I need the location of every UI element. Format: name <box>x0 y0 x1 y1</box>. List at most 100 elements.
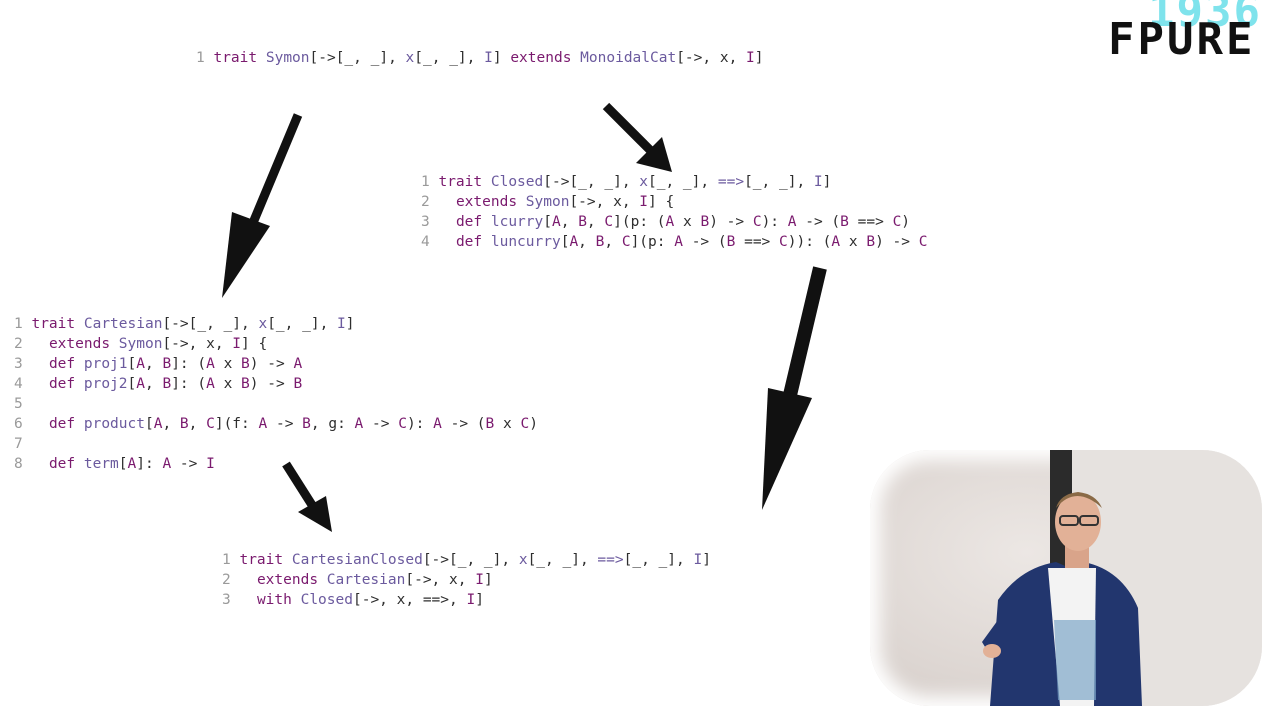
code-token: A <box>831 234 841 250</box>
code-token: A <box>293 356 303 372</box>
code-cartesian-closed: 1 trait CartesianClosed[->[_, _], x[_, _… <box>222 550 711 610</box>
code-token: ): <box>761 214 788 230</box>
line-number: 1 <box>222 552 240 568</box>
speaker-video <box>870 450 1262 706</box>
code-line: 1 trait Cartesian[->[_, _], x[_, _], I] <box>14 314 538 334</box>
code-token: C <box>621 234 631 250</box>
conference-logo: 1936 FPURE <box>1108 0 1280 65</box>
code-token: MonoidalCat <box>580 50 677 66</box>
code-token: def <box>455 214 491 230</box>
code-token: x <box>518 552 528 568</box>
code-token: , <box>162 416 180 432</box>
code-line: 2 extends Cartesian[->, x, I] <box>222 570 711 590</box>
code-token: C <box>206 416 215 432</box>
code-line: 2 extends Symon[->, x, I] { <box>14 334 538 354</box>
code-token: term <box>83 456 119 472</box>
code-token: B <box>293 376 303 392</box>
code-token <box>31 356 48 372</box>
code-token: , <box>188 416 207 432</box>
code-token: ) <box>529 416 538 432</box>
code-token: ) <box>901 214 911 230</box>
code-token: trait <box>438 174 491 190</box>
code-line: 3 def lcurry[A, B, C](p: (A x B) -> C): … <box>421 212 927 232</box>
code-token: [ <box>543 214 552 230</box>
line-number: 2 <box>421 194 439 210</box>
code-token: def <box>48 356 84 372</box>
code-token: ): <box>406 416 434 432</box>
code-token: Symon <box>525 194 570 210</box>
code-token <box>31 336 48 352</box>
code-token: ] { <box>241 336 268 352</box>
code-token <box>31 456 48 472</box>
code-token: I <box>232 336 242 352</box>
code-line: 3 def proj1[A, B]: (A x B) -> A <box>14 354 538 374</box>
code-token: ]: ( <box>171 376 207 392</box>
code-token: Symon <box>118 336 163 352</box>
code-token: [_, _], <box>527 552 598 568</box>
code-token: ](p: <box>630 234 675 250</box>
code-token: ) -> <box>709 214 753 230</box>
code-token: [->[_, _], <box>543 174 640 190</box>
code-token: [->, x, <box>405 572 476 588</box>
code-token: CartesianClosed <box>291 552 423 568</box>
code-token: A <box>433 416 442 432</box>
code-token: C <box>520 416 530 432</box>
code-token: , <box>586 214 605 230</box>
code-token: Cartesian <box>326 572 406 588</box>
code-token: I <box>693 552 703 568</box>
line-number: 8 <box>14 456 32 472</box>
code-token: ] <box>475 592 484 608</box>
code-token: ==> <box>735 234 780 250</box>
code-token: x <box>639 174 649 190</box>
line-number: 1 <box>196 50 214 66</box>
code-closed: 1 trait Closed[->[_, _], x[_, _], ==>[_,… <box>421 172 927 252</box>
code-line: 3 with Closed[->, x, ==>, I] <box>222 590 711 610</box>
code-token: , <box>560 214 579 230</box>
code-token: -> ( <box>682 234 727 250</box>
code-token <box>31 376 48 392</box>
code-token: A <box>153 416 163 432</box>
arrow-symon-to-closed <box>602 102 672 172</box>
code-token: proj1 <box>83 356 128 372</box>
code-token: I <box>746 50 755 66</box>
arrow-symon-to-cartesian <box>222 113 303 298</box>
code-token: def <box>48 416 84 432</box>
code-token: ) -> <box>249 376 294 392</box>
line-number: 7 <box>14 436 32 452</box>
code-token: x <box>494 416 521 432</box>
code-token: B <box>840 214 849 230</box>
code-token: ](f: <box>214 416 259 432</box>
code-token: ] <box>483 572 493 588</box>
code-token: , <box>578 234 596 250</box>
code-token: A <box>127 456 137 472</box>
code-token: C <box>752 214 762 230</box>
code-token: A <box>136 356 145 372</box>
code-token: with <box>256 592 301 608</box>
code-token: [->, x, <box>676 50 747 66</box>
code-token: proj2 <box>83 376 128 392</box>
code-token <box>31 416 48 432</box>
code-token <box>438 194 455 210</box>
code-token: def <box>455 234 491 250</box>
code-token: B <box>162 356 172 372</box>
code-token: ] <box>822 174 832 190</box>
code-line: 5 <box>14 394 538 414</box>
code-token: [->, x, <box>569 194 640 210</box>
code-token <box>239 592 256 608</box>
code-token: ) -> <box>249 356 294 372</box>
code-token: I <box>484 50 493 66</box>
code-token: I <box>337 316 346 332</box>
code-token: A <box>569 234 579 250</box>
code-token <box>438 214 455 230</box>
line-number: 4 <box>421 234 439 250</box>
code-token: [->[_, _], <box>422 552 519 568</box>
code-token: Closed <box>300 592 353 608</box>
code-token: ] <box>702 552 711 568</box>
code-token: [_, _], <box>744 174 814 190</box>
code-line: 6 def product[A, B, C](f: A -> B, g: A -… <box>14 414 538 434</box>
arrow-cartesian-to-cc <box>282 461 332 532</box>
code-line: 4 def proj2[A, B]: (A x B) -> B <box>14 374 538 394</box>
line-number: 3 <box>421 214 439 230</box>
code-token: B <box>179 416 189 432</box>
code-token: C <box>779 234 788 250</box>
